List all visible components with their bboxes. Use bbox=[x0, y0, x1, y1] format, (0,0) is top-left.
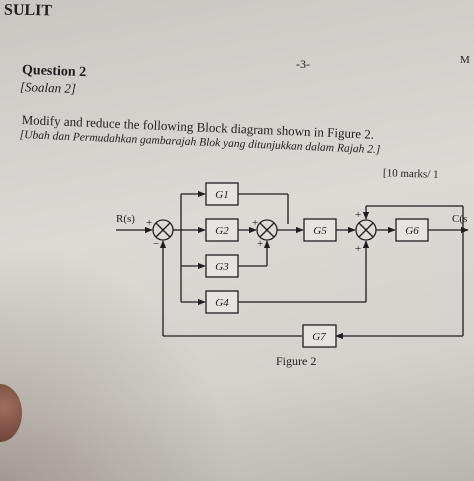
header-corner-text: M bbox=[460, 54, 470, 66]
block-g6 bbox=[395, 218, 429, 242]
block-g7-label: G7 bbox=[312, 331, 326, 343]
page-number: -3- bbox=[296, 57, 310, 71]
sign-s3-bottom: + bbox=[355, 243, 361, 255]
block-g1-label: G1 bbox=[215, 189, 228, 201]
block-g2-label: G2 bbox=[215, 225, 229, 237]
block-g5-label: G5 bbox=[313, 225, 327, 237]
sign-s3-top: + bbox=[355, 209, 361, 221]
sign-s2-left: + bbox=[252, 217, 258, 229]
block-g4-label: G4 bbox=[215, 297, 229, 309]
block-g6-label: G6 bbox=[405, 225, 419, 237]
block-g3 bbox=[205, 254, 239, 278]
block-g4 bbox=[205, 290, 239, 314]
block-g3-label: G3 bbox=[215, 261, 229, 273]
finger-shadow bbox=[0, 384, 22, 442]
block-g5 bbox=[303, 218, 337, 242]
output-label: C(s bbox=[452, 213, 467, 225]
figure-caption: Figure 2 bbox=[276, 354, 317, 368]
block-g2 bbox=[205, 218, 239, 242]
block-g7 bbox=[302, 324, 337, 348]
sign-s1-top: + bbox=[146, 217, 152, 229]
sign-s2-bottom: + bbox=[257, 238, 263, 250]
block-g1 bbox=[205, 182, 239, 206]
sign-s1-bottom: − bbox=[153, 238, 159, 250]
input-label: R(s) bbox=[116, 213, 135, 225]
